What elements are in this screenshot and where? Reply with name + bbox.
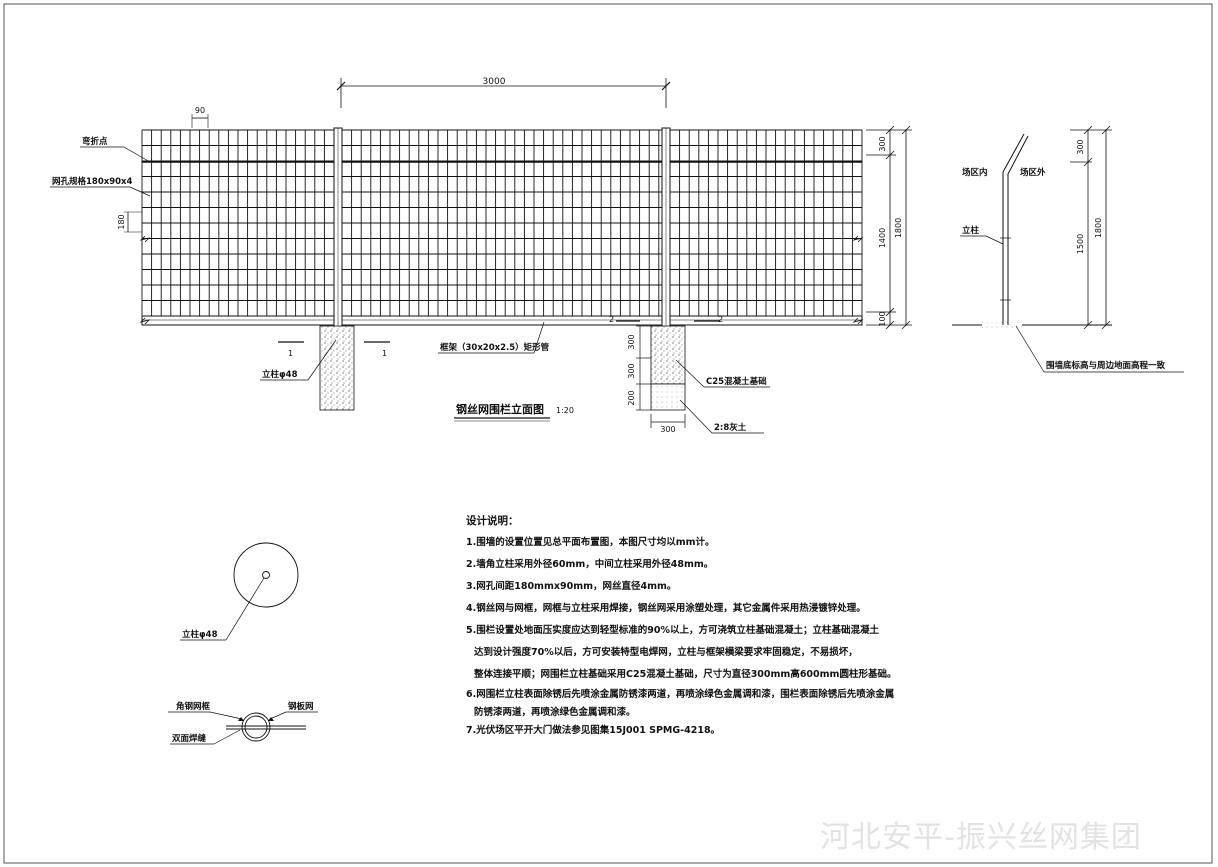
note-item-1: 1.围墙的设置位置见总平面布置图，本图尺寸均以mm计。 [466,537,715,548]
dim-span: 3000 [483,77,506,87]
label-inside: 场区内 [962,167,988,178]
label-ground-note: 围墙底标高与周边地面高程一致 [1046,360,1166,371]
dim-mesh-height: 180 [117,214,126,229]
dim-mid: 1400 [878,228,887,248]
label-bend-point: 弯折点 [82,136,108,147]
note-item-6b: 防锈漆两道，再喷涂绿色金属调和漆。 [474,707,636,718]
note-item-2: 2.墙角立柱采用外径60mm，中间立柱采用外径48mm。 [466,559,714,570]
footing-left [319,325,355,411]
side-dim-mid: 1500 [1076,234,1085,254]
footing-dim-a: 300 [627,334,636,349]
label-angle-frame: 角钢网框 [176,701,211,712]
watermark: 河北安平-振兴丝网集团 [820,820,1142,855]
note-item-7: 7.光伏场区平开大门做法参见图集15J001 SPMG-4218。 [466,725,721,736]
note-item-3: 3.网孔间距180mmx90mm，网丝直径4mm。 [466,581,677,592]
note-item-4: 4.钢丝网与网框，网框与立柱采用焊接，钢丝网采用涂塑处理，其它金属件采用热浸镀锌… [466,603,866,614]
weld-detail: 角钢网框 钢板网 双面焊缝 [168,701,318,745]
section-marker-1-right: 1 [382,349,387,358]
dim-total: 1800 [894,218,903,238]
side-section: 300 1500 1800 场区内 场区外 立柱 围墙底标高与周边地面高程一致 [952,125,1184,373]
note-item-5a: 5.围栏设置处地面压实度应达到轻型标准的90%以上，方可浇筑立柱基础混凝土；立柱… [466,625,879,636]
section-marker-2-right: 2 [718,315,723,324]
dim-mesh-width: 90 [195,106,205,115]
fence-elevation: 3000 90 180 弯折点 网孔规格180x90x4 [50,77,912,434]
footing-width: 300 [660,425,675,434]
note-item-5b: 达到设计强度70%以后，方可安装特型电焊网，立柱与框架横梁要求牢固稳定，不易损坏… [474,647,858,658]
dim-top: 300 [878,136,887,151]
dim-bottom: 100 [878,311,887,326]
label-mesh-spec: 网孔规格180x90x4 [52,176,133,187]
elevation-title: 钢丝网围栏立面图 [456,402,544,416]
sheet-border [3,3,1213,864]
post-cross-section: 立柱φ48 [180,542,299,641]
side-dim-top: 300 [1076,139,1085,154]
notes-heading: 设计说明： [466,515,519,527]
label-double-weld: 双面焊缝 [172,733,207,744]
label-post: 立柱φ48 [262,369,298,380]
side-dim-total: 1800 [1094,218,1103,238]
design-notes: 设计说明： 1.围墙的设置位置见总平面布置图，本图尺寸均以mm计。 2.墙角立柱… [466,510,906,740]
section-marker-1-left: 1 [288,349,293,358]
section-marker-2-left: 2 [609,315,614,324]
note-item-6a: 6.网围栏立柱表面除锈后先喷涂金属防锈漆两道，再喷涂绿色金属调和漆，围栏表面除锈… [466,689,895,700]
label-outside: 场区外 [1020,167,1046,178]
label-plate-mesh: 钢板网 [288,701,314,712]
footing-right-concrete [650,325,686,385]
ground-beam [141,315,863,326]
fence-mesh [141,129,863,317]
footing-dim-b: 300 [627,363,636,378]
elevation-scale: 1:20 [556,406,574,415]
label-post-section: 立柱φ48 [182,629,218,640]
label-lime-soil: 2:8灰土 [714,422,747,433]
footing-dim-c: 200 [627,390,636,405]
label-frame: 框架（30x20x2.5）矩形管 [440,342,550,353]
note-item-5c: 整体连接平顺；网围栏立柱基础采用C25混凝土基础，尺寸为直径300mm高600m… [474,669,897,680]
label-concrete: C25混凝土基础 [706,376,767,387]
footing-right-lime-soil [650,383,686,411]
label-side-post: 立柱 [962,225,980,236]
